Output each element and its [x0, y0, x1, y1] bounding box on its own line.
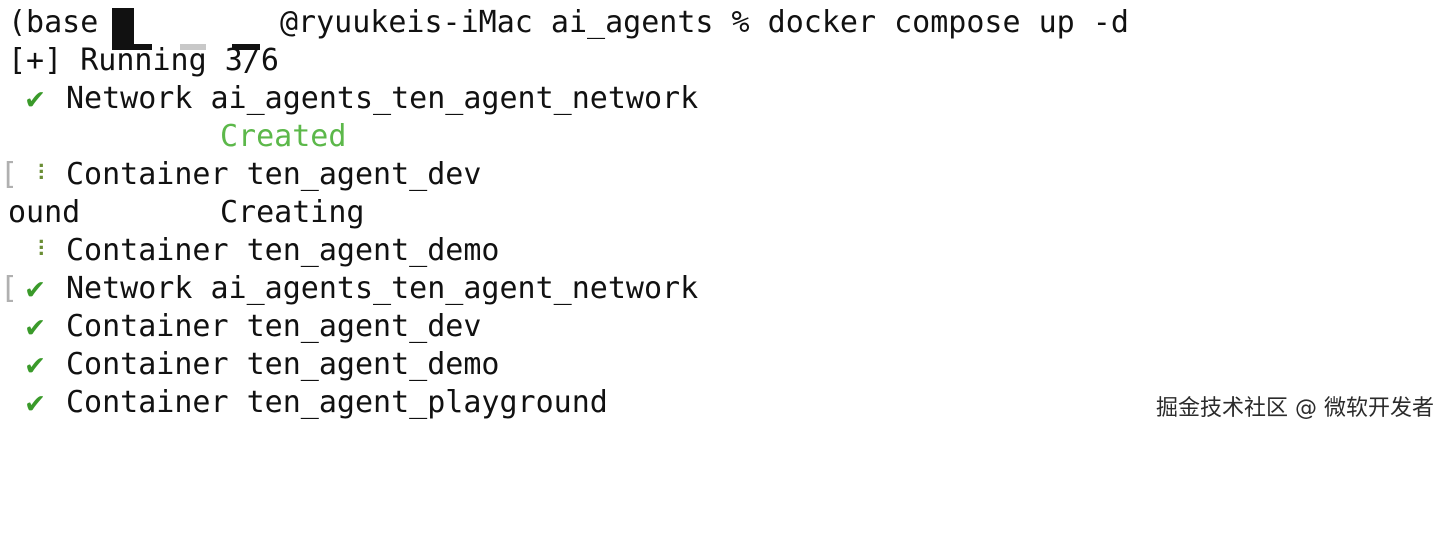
item-text: Container ten_agent_dev	[66, 157, 482, 192]
terminal-window[interactable]: (base @ryuukeis-iMac ai_agents % docker …	[0, 0, 1448, 436]
item-text: Network ai_agents_ten_agent_network	[66, 81, 699, 116]
list-item: Created	[8, 118, 346, 156]
item-text: Container ten_agent_demo	[66, 233, 500, 268]
running-line: [+] Running 3/6	[8, 42, 279, 80]
item-text: Container ten_agent_playground	[66, 385, 608, 420]
prompt-line: (base @ryuukeis-iMac ai_agents % docker …	[8, 4, 1129, 42]
list-item: ✔ Container ten_agent_dev	[8, 308, 481, 346]
check-icon: ✔	[26, 385, 45, 420]
list-item: [ ✔ Network ai_agents_ten_agent_network	[0, 270, 698, 308]
bracket-fragment: [	[0, 271, 19, 306]
watermark: 掘金技术社区 @ 微软开发者	[1156, 396, 1434, 421]
item-text: Container ten_agent_demo	[66, 347, 500, 382]
list-item: ound Creating	[8, 194, 365, 232]
spinner-icon: ⠸	[30, 238, 47, 263]
prompt-prefix: (base	[8, 5, 99, 40]
text-fragment: ound	[8, 195, 81, 230]
status-created: Created	[220, 119, 347, 154]
redacted-username-tail	[112, 44, 152, 50]
list-item: ✔ Container ten_agent_demo	[8, 346, 499, 384]
list-item: ⠸ Container ten_agent_demo	[8, 232, 499, 270]
redacted-block	[180, 44, 206, 50]
check-icon: ✔	[26, 347, 45, 382]
check-icon: ✔	[26, 309, 45, 344]
bracket-fragment: [	[0, 157, 19, 192]
prompt-command: @ryuukeis-iMac ai_agents % docker compos…	[280, 5, 1129, 40]
check-icon: ✔	[26, 81, 45, 116]
list-item: ✔ Network ai_agents_ten_agent_network	[8, 80, 698, 118]
item-text: Network ai_agents_ten_agent_network	[66, 271, 699, 306]
item-text: Container ten_agent_dev	[66, 309, 482, 344]
redacted-username	[112, 8, 134, 48]
spinner-icon: ⠸	[30, 162, 47, 187]
list-item: ✔ Container ten_agent_playground	[8, 384, 608, 422]
list-item: [ ⠸ Container ten_agent_dev	[0, 156, 481, 194]
redacted-block	[232, 44, 260, 50]
check-icon: ✔	[26, 271, 45, 306]
status-creating: Creating	[220, 195, 365, 230]
running-status: [+] Running 3/6	[8, 43, 279, 78]
